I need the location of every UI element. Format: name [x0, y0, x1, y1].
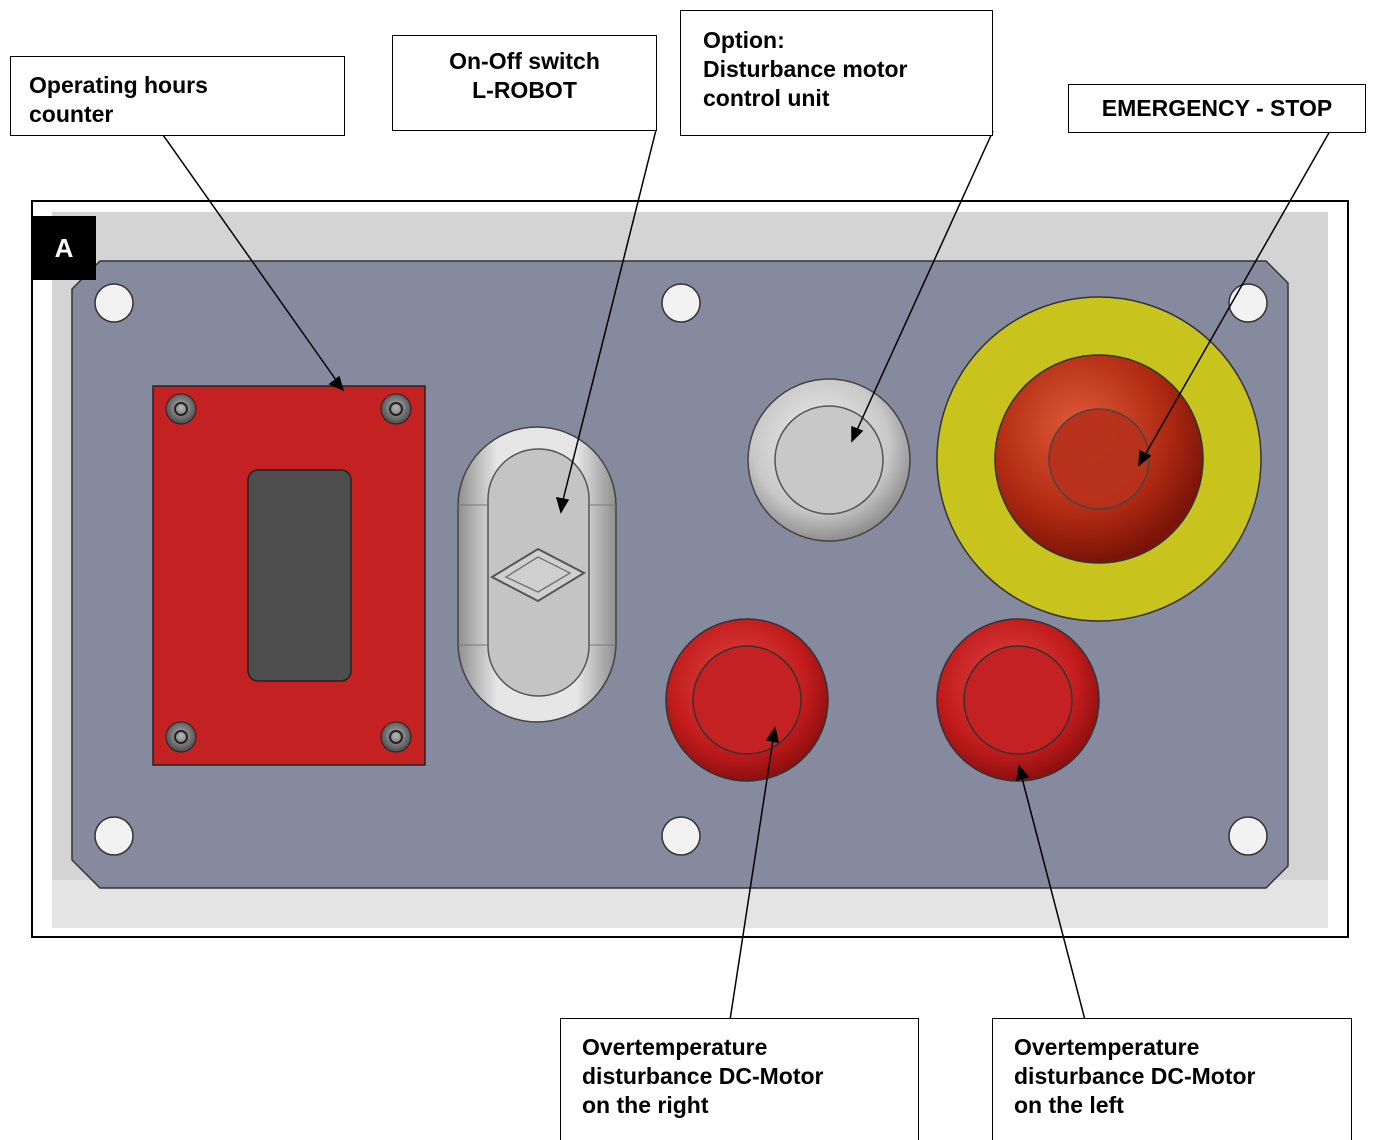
emergency-stop-button[interactable] — [936, 296, 1262, 622]
callout-operating-hours-counter: Operating hours counter — [10, 56, 345, 136]
callout-onoff-switch: On-Off switch L-ROBOT — [392, 35, 657, 131]
callout-emergency-stop: EMERGENCY - STOP — [1068, 84, 1366, 133]
screw-icon — [380, 721, 412, 753]
mounting-hole — [661, 816, 701, 856]
callout-line: on the left — [1014, 1092, 1124, 1118]
callout-line: Overtemperature — [582, 1034, 768, 1060]
panel-label-a: A — [32, 216, 96, 280]
callout-line: On-Off switch — [449, 48, 600, 74]
mounting-hole — [1228, 816, 1268, 856]
counter-display-window — [247, 469, 352, 682]
operating-hours-counter — [152, 385, 426, 766]
callout-line: Disturbance motor — [703, 56, 908, 82]
overtemp-right-indicator-button[interactable] — [665, 618, 829, 782]
mounting-hole — [1228, 283, 1268, 323]
on-off-rocker-switch[interactable] — [457, 426, 617, 723]
callout-line: Option: — [703, 27, 785, 53]
mounting-hole — [94, 816, 134, 856]
callout-line: EMERGENCY - STOP — [1101, 95, 1333, 121]
callout-line: counter — [29, 101, 114, 127]
mounting-hole — [94, 283, 134, 323]
callout-line: on the right — [582, 1092, 709, 1118]
leader-line-option-unit — [851, 130, 994, 443]
screw-icon — [165, 721, 197, 753]
leader-line-emergency-stop — [1138, 130, 1331, 467]
screw-icon — [165, 393, 197, 425]
mounting-hole — [661, 283, 701, 323]
leader-line-overtemp-right — [729, 726, 779, 1021]
disturbance-motor-control-button[interactable] — [747, 378, 911, 542]
callout-overtemp-right: Overtemperature disturbance DC-Motor on … — [560, 1018, 919, 1140]
callout-option-control-unit: Option: Disturbance motor control unit — [680, 10, 993, 136]
callout-line: disturbance DC-Motor — [1014, 1063, 1256, 1089]
callout-line: disturbance DC-Motor — [582, 1063, 824, 1089]
leader-line-onoff-switch — [555, 129, 657, 514]
leader-line-hours-counter — [155, 124, 345, 392]
screw-icon — [380, 393, 412, 425]
callout-overtemp-left: Overtemperature disturbance DC-Motor on … — [992, 1018, 1352, 1140]
leader-line-overtemp-left — [1016, 764, 1086, 1021]
callout-line: Operating hours — [29, 72, 208, 98]
callout-line: Overtemperature — [1014, 1034, 1200, 1060]
overtemp-left-indicator-button[interactable] — [936, 618, 1100, 782]
callout-line: control unit — [703, 85, 830, 111]
callout-line: L-ROBOT — [472, 77, 577, 103]
diamond-icon — [489, 547, 587, 603]
